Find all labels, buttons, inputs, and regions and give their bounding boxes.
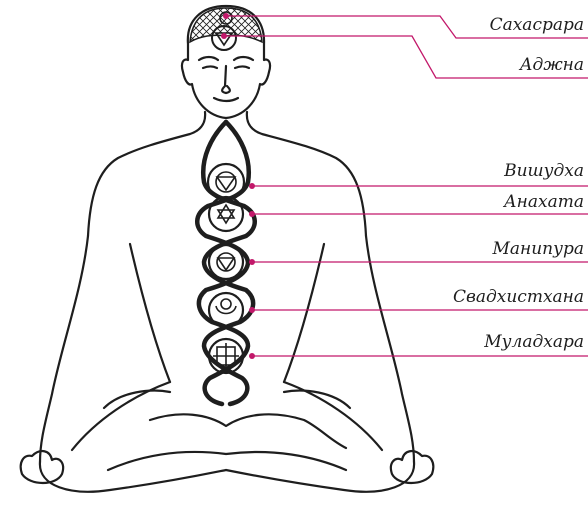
label-muladhara: Муладхара	[483, 332, 584, 352]
label-ajna: Аджна	[519, 55, 584, 75]
chakra-symbol-heart	[207, 195, 245, 233]
chakra-symbol-throat	[206, 162, 246, 202]
chakra-symbol-root	[207, 337, 245, 375]
label-sahasrara: Сахасрара	[490, 15, 584, 35]
label-anahata: Анахата	[503, 192, 584, 212]
chakra-symbol-solar-plexus	[207, 243, 245, 281]
label-vishuddha: Вишудха	[503, 161, 584, 181]
label-svadhisthana: Свадхистхана	[453, 287, 584, 307]
figure-outline	[19, 4, 435, 493]
label-manipura: Манипура	[491, 239, 584, 259]
leader-lines	[224, 15, 588, 357]
chakra-symbol-sacral	[207, 291, 245, 329]
leader-dots	[221, 13, 255, 359]
chakra-symbol-crown	[219, 11, 233, 25]
